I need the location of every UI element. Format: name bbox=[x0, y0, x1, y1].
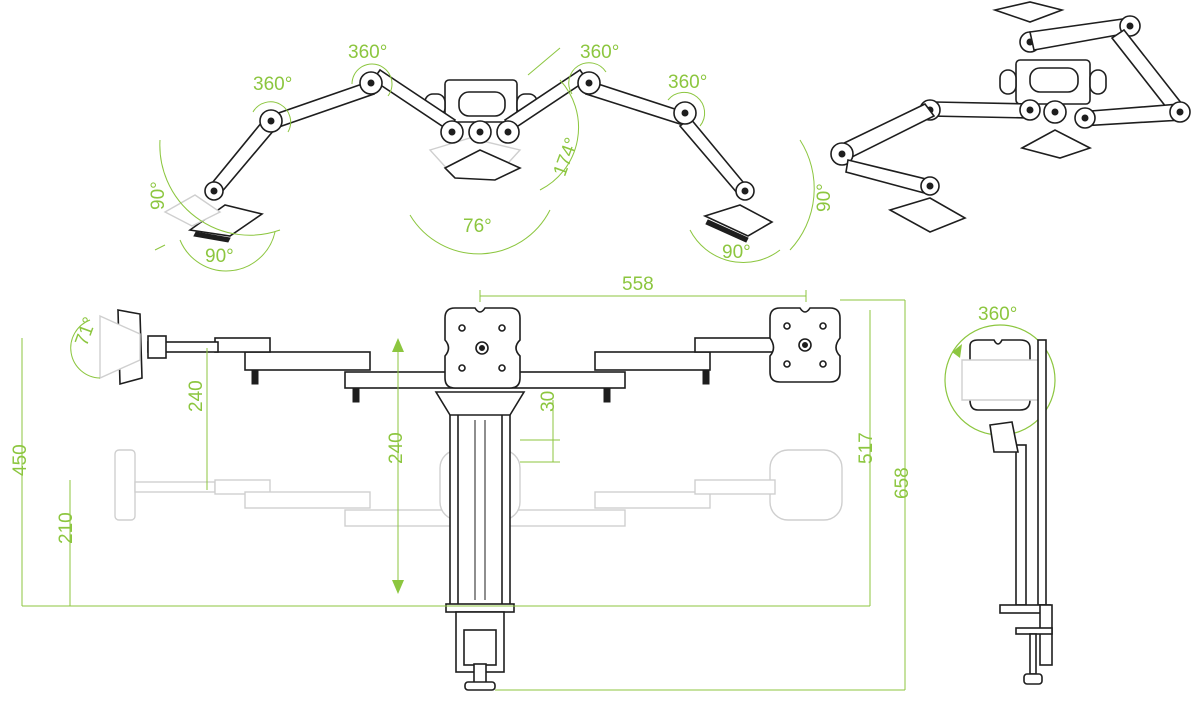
label-height-total: 450 bbox=[10, 444, 31, 476]
label-step: 30 bbox=[538, 391, 559, 412]
label-height-658: 658 bbox=[892, 467, 913, 499]
folded-arm-perspective bbox=[830, 1, 1191, 233]
label-tilt-left: 71° bbox=[71, 315, 101, 349]
label-side-rotation: 360° bbox=[978, 304, 1017, 325]
label-tilt-left-vertical: 90° bbox=[148, 181, 169, 210]
label-height-517: 517 bbox=[856, 432, 877, 464]
vesa-plate-center bbox=[444, 307, 521, 389]
vesa-plate-right bbox=[769, 307, 841, 383]
label-tilt-right-vertical: 90° bbox=[814, 183, 835, 212]
side-view: 360° bbox=[944, 304, 1056, 685]
top-view-dual-arm: 360° 360° 360° 360° 90° 90° 174° 76° 90°… bbox=[148, 42, 835, 272]
label-rot-left-outer: 360° bbox=[253, 74, 292, 95]
label-tilt-right-bottom: 90° bbox=[722, 242, 751, 263]
left-arm bbox=[163, 68, 457, 243]
center-joints bbox=[440, 120, 522, 181]
front-dimension-lines bbox=[21, 290, 906, 691]
label-center-tilt: 174° bbox=[550, 135, 583, 179]
front-arms bbox=[147, 335, 776, 403]
label-rot-left-inner: 360° bbox=[348, 42, 387, 63]
front-view: 558 240 240 30 450 210 517 658 71° bbox=[10, 274, 913, 691]
label-tilt-left-bottom: 90° bbox=[205, 246, 234, 267]
label-height-base: 210 bbox=[56, 512, 77, 544]
label-rot-right-outer: 360° bbox=[668, 72, 707, 93]
top-view-angle-arcs bbox=[154, 47, 815, 272]
label-rot-right-inner: 360° bbox=[580, 42, 619, 63]
right-arm bbox=[503, 68, 774, 243]
front-pole bbox=[434, 391, 526, 691]
vesa-plate-left-side bbox=[99, 309, 143, 386]
label-center-swivel: 76° bbox=[463, 216, 492, 237]
label-arm-drop: 240 bbox=[186, 380, 207, 412]
label-pole-travel: 240 bbox=[386, 432, 407, 464]
label-width-span: 558 bbox=[622, 274, 654, 295]
